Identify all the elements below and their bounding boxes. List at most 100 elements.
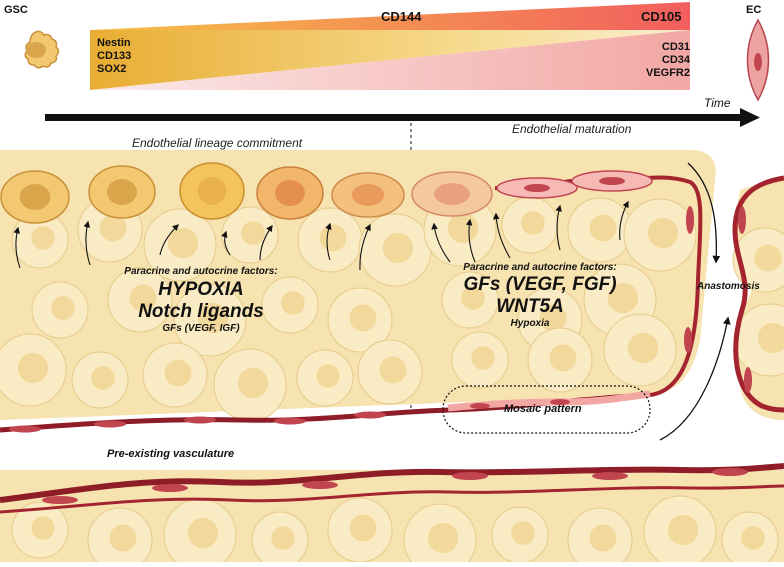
- factor-arrow: [492, 212, 511, 259]
- factor-arrow: [259, 224, 273, 261]
- tumor-cell-nucleus: [607, 282, 639, 314]
- ec-marker: CD31: [661, 41, 690, 53]
- factor-arrow: [221, 230, 231, 256]
- maturation-phase-label: Endothelial maturation: [512, 122, 632, 136]
- factor-arrow: [555, 204, 562, 251]
- factor-arrow: [325, 222, 332, 261]
- preexisting-vessel-bottom: [0, 463, 784, 514]
- tumor-cell-nucleus: [539, 304, 567, 332]
- mosaic-vessel-segment: [447, 390, 651, 412]
- tumor-cell-nucleus: [316, 364, 340, 388]
- tumor-cell-nucleus: [109, 524, 137, 552]
- tumor-cell-nucleus: [129, 284, 157, 312]
- commitment-phase-label: Endothelial lineage commitment: [132, 136, 303, 150]
- tumor-cell-nucleus: [627, 332, 659, 364]
- tumor-cell-nucleus: [187, 517, 219, 549]
- tumor-cell-nucleus: [349, 514, 377, 542]
- tumor-cell-nucleus: [31, 226, 55, 250]
- tumor-cell-nucleus: [197, 302, 229, 334]
- factor-arrow: [431, 222, 451, 263]
- differentiating-cell-nucleus: [107, 179, 137, 205]
- tumor-cell-nucleus: [319, 224, 347, 252]
- left-factor-gfs: GFs (VEGF, IGF): [162, 323, 240, 334]
- endothelial-marker-gradient: [90, 2, 690, 30]
- factor-arrow: [83, 220, 91, 266]
- tumor-cell-nucleus: [31, 516, 55, 540]
- tumor-cell-nucleus: [589, 214, 617, 242]
- differentiating-cell-nucleus: [197, 177, 227, 205]
- cd144-label: CD144: [381, 9, 422, 24]
- right-factors-heading: Paracrine and autocrine factors:: [463, 262, 617, 273]
- ec-cell-icon: [746, 18, 770, 102]
- gsc-label: GSC: [4, 4, 28, 16]
- gsc-cell-icon: [24, 30, 60, 69]
- tumor-cell-nucleus: [427, 522, 459, 554]
- factor-arrow: [359, 223, 371, 271]
- gsc-marker: Nestin: [97, 37, 131, 49]
- anastomosis-label: Anastomosis: [697, 281, 760, 292]
- factor-arrow: [13, 226, 21, 269]
- differentiating-cell-nucleus: [434, 183, 470, 205]
- factor-arrow: [465, 218, 476, 263]
- cd105-label: CD105: [641, 9, 682, 24]
- gsc-marker: SOX2: [97, 63, 127, 75]
- tumor-cell-nucleus: [241, 221, 265, 245]
- tumor-cell-nucleus: [271, 526, 295, 550]
- differentiation-cell-row: [0, 162, 653, 224]
- tumor-cell-nucleus: [447, 212, 479, 244]
- tumor-cell-nucleus: [589, 524, 617, 552]
- tumor-cell-nucleus: [521, 211, 545, 235]
- tumor-cell-nucleus: [647, 217, 679, 249]
- tumor-cell-nucleus: [281, 291, 305, 315]
- ec-marker-list: CD31 CD34 VEGFR2: [642, 41, 690, 80]
- tumor-cell-nucleus: [164, 359, 192, 387]
- factor-arrows: [13, 200, 629, 271]
- tumor-cell-nucleus: [741, 526, 765, 550]
- factor-arrow: [619, 200, 629, 241]
- tumor-cell-nucleus: [667, 514, 699, 546]
- tumor-cell-nucleus: [754, 244, 782, 272]
- tumor-cell-nucleus: [91, 366, 115, 390]
- tumor-cell-nucleus: [461, 286, 485, 310]
- differentiating-cell-nucleus: [19, 184, 51, 210]
- anastomosis-arrow-up: [659, 316, 731, 441]
- endothelial-cell-nucleus: [599, 177, 625, 185]
- tumor-cell-nucleus: [167, 227, 199, 259]
- tumor-cell-nucleus: [237, 367, 269, 399]
- tumor-cell-nucleus: [17, 352, 49, 384]
- tumor-tissue: [0, 150, 784, 562]
- anastomosis-arrow-down: [687, 162, 721, 264]
- adjacent-vessel: [732, 175, 784, 413]
- tumor-cell-nucleus: [99, 214, 127, 242]
- tumor-cell-nucleus: [51, 296, 75, 320]
- left-factors-heading: Paracrine and autocrine factors:: [124, 266, 278, 277]
- mosaic-pattern-label: Mosaic pattern: [504, 403, 582, 415]
- factor-arrow: [159, 224, 179, 256]
- time-axis-arrow: [45, 108, 760, 127]
- endothelial-cell-nucleus: [524, 184, 550, 192]
- left-factor-hypoxia: HYPOXIA: [158, 279, 244, 300]
- tumor-cell-nucleus: [757, 322, 784, 354]
- ec-marker: VEGFR2: [645, 67, 690, 79]
- marker-gradient-band: [90, 2, 690, 90]
- tumor-cell-nucleus: [549, 344, 577, 372]
- mosaic-outline: [442, 385, 651, 434]
- gsc-marker: CD133: [97, 50, 132, 62]
- differentiating-cell-nucleus: [351, 184, 385, 206]
- preexisting-vasculature-label: Pre-existing vasculature: [107, 448, 235, 460]
- ec-marker-gradient: [90, 30, 690, 90]
- right-factor-hypoxia: Hypoxia: [510, 318, 550, 329]
- differentiating-cell-nucleus: [275, 180, 305, 206]
- right-factor-gfs: GFs (VEGF, FGF): [463, 274, 617, 295]
- ec-marker: CD34: [661, 54, 690, 66]
- gsc-marker-list: Nestin CD133 SOX2: [97, 37, 131, 76]
- tumor-cell-nucleus: [511, 521, 535, 545]
- ec-label: EC: [746, 4, 762, 16]
- tumor-cell-nucleus: [379, 356, 407, 384]
- tumor-cell-nucleus: [349, 304, 377, 332]
- left-factor-notch: Notch ligands: [138, 301, 264, 322]
- tumor-cell-nucleus: [382, 232, 414, 264]
- right-factor-wnt5a: WNT5A: [496, 296, 564, 317]
